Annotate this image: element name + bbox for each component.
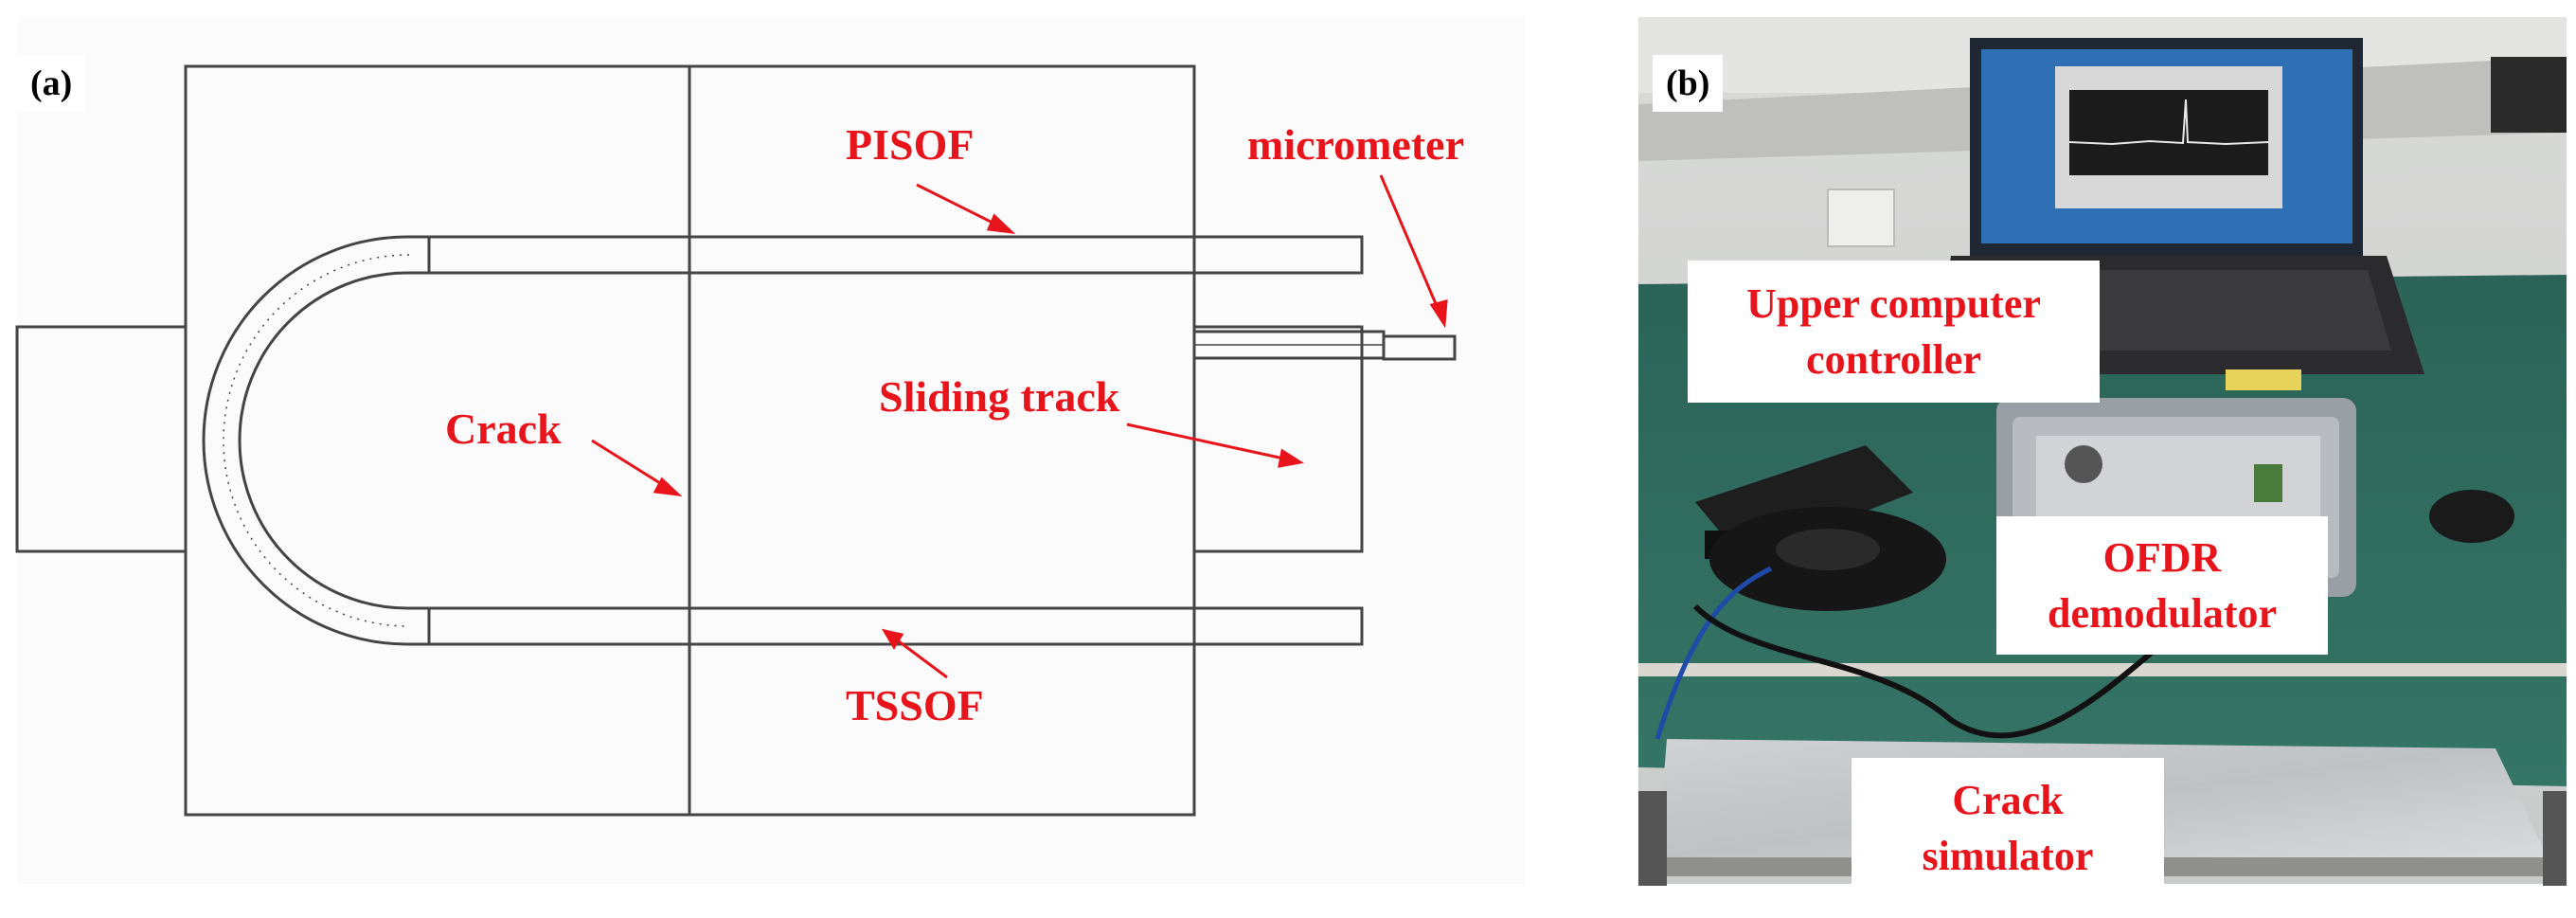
panel-b-label: (b) bbox=[1653, 55, 1724, 112]
upper-computer-label: Upper computer controller bbox=[1688, 261, 2100, 403]
crack-label: Crack bbox=[445, 405, 562, 453]
sliding-track-label: Sliding track bbox=[879, 372, 1120, 421]
tssof-label: TSSOF bbox=[846, 681, 984, 729]
pisof-fiber bbox=[427, 235, 1364, 275]
micrometer-body bbox=[1382, 334, 1457, 361]
crack-simulator-line-2: simulator bbox=[1922, 833, 2094, 879]
u-bend-fiber bbox=[202, 235, 429, 646]
panel-a-schematic bbox=[15, 64, 1457, 817]
micrometer-label: micrometer bbox=[1247, 120, 1464, 169]
pisof-label: PISOF bbox=[846, 120, 975, 169]
ofdr-label: OFDR demodulator bbox=[1996, 516, 2328, 655]
upper-computer-line-1: Upper computer bbox=[1746, 279, 2041, 327]
upper-computer-line-2: controller bbox=[1806, 336, 1981, 383]
ofdr-line-2: demodulator bbox=[2048, 590, 2277, 637]
crack-simulator-line-1: Crack bbox=[1952, 776, 2064, 823]
crack-simulator-label: Crack simulator bbox=[1852, 758, 2164, 898]
panel-a-label: (a) bbox=[17, 55, 86, 112]
ofdr-line-1: OFDR bbox=[2102, 533, 2222, 581]
